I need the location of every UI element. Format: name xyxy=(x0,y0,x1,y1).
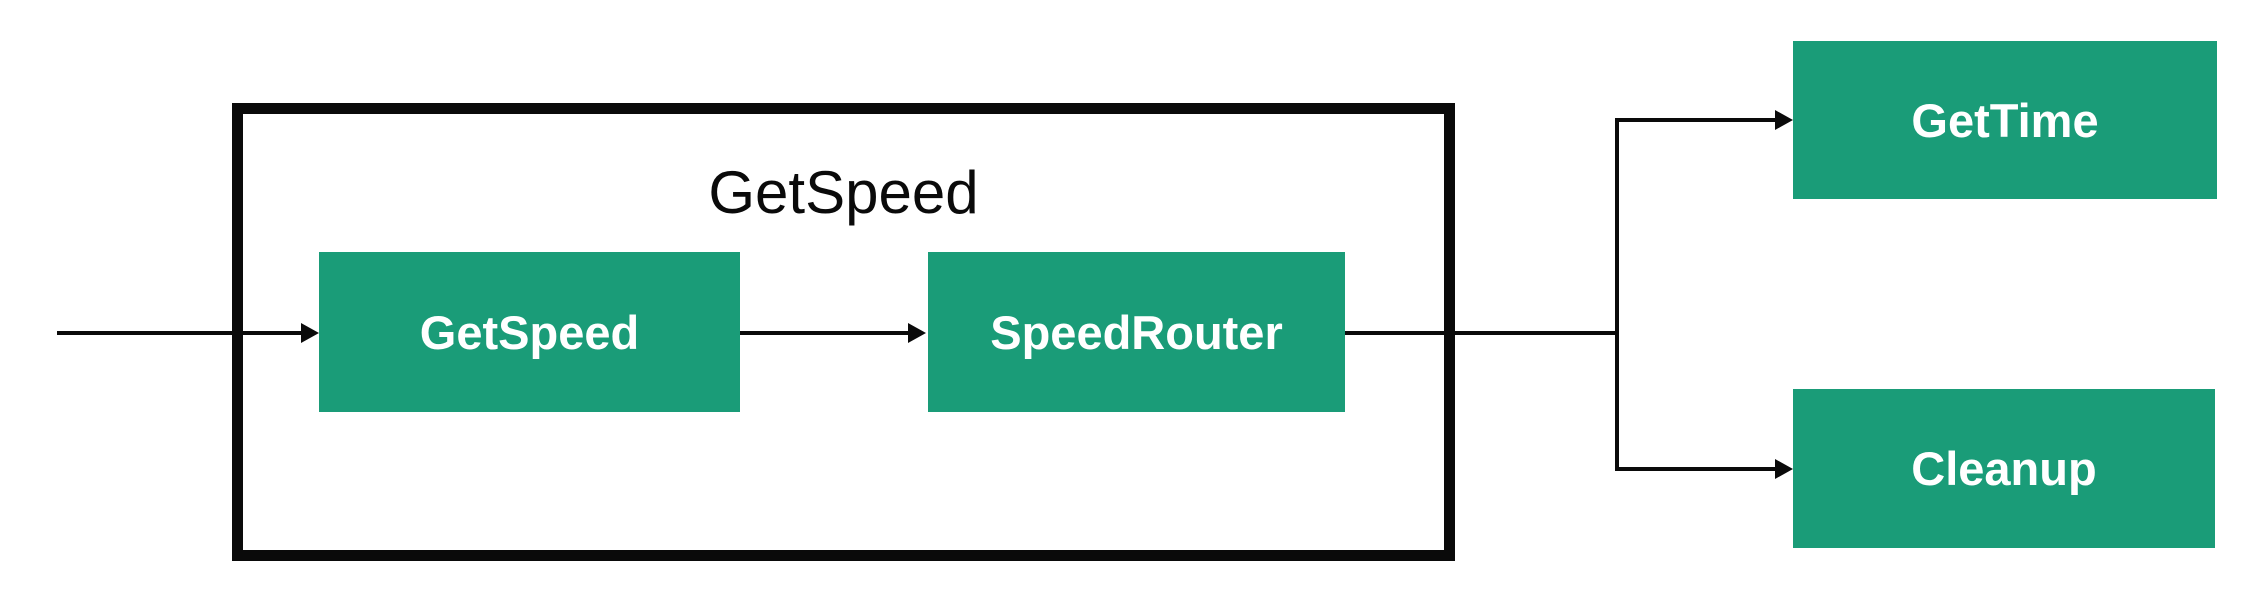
edge-entry-line xyxy=(57,331,303,335)
edge-to-cleanup-line xyxy=(1615,467,1777,471)
node-label: GetSpeed xyxy=(419,305,640,359)
edge-branch-vertical-line xyxy=(1615,118,1619,471)
node-label: Cleanup xyxy=(1911,442,2097,495)
arrowhead-icon xyxy=(1775,110,1793,130)
arrowhead-icon xyxy=(301,323,319,343)
edge-getspeed-speedrouter xyxy=(740,331,910,335)
node-label: GetTime xyxy=(1911,93,2099,147)
arrowhead-icon xyxy=(1775,459,1793,479)
edge-to-gettime-line xyxy=(1615,118,1777,122)
node-getspeed: GetSpeed xyxy=(319,252,740,412)
arrowhead-icon xyxy=(908,323,926,343)
node-speedrouter: SpeedRouter xyxy=(928,252,1345,412)
node-gettime: GetTime xyxy=(1793,41,2217,199)
node-label: SpeedRouter xyxy=(990,305,1283,359)
node-cleanup: Cleanup xyxy=(1793,389,2215,548)
edge-speedrouter-exit-line xyxy=(1345,331,1619,335)
subgraph-title: GetSpeed xyxy=(708,159,979,226)
